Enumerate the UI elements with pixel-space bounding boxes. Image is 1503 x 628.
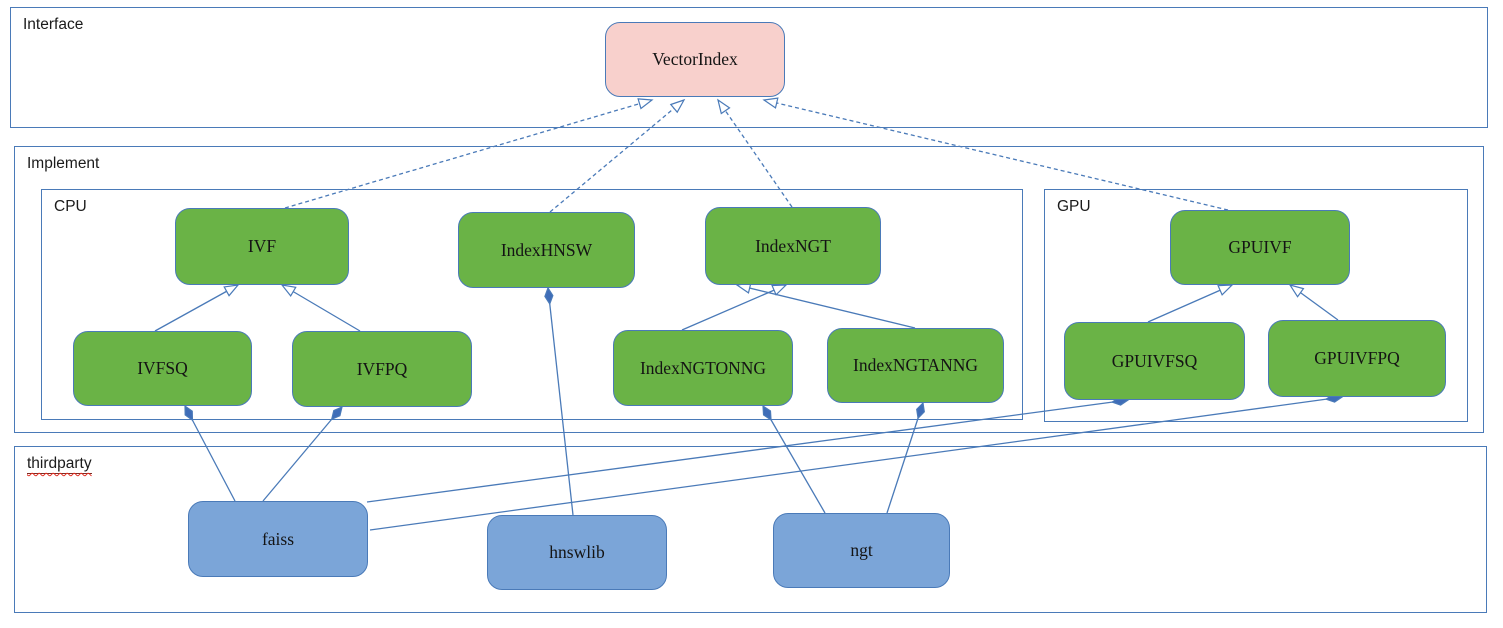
node-ivf: IVF [175,208,349,285]
node-indexngtanng: IndexNGTANNG [827,328,1004,403]
group-label-cpu: CPU [54,198,87,215]
node-gpuivfsq: GPUIVFSQ [1064,322,1245,400]
node-label-indexngtonng: IndexNGTONNG [639,357,767,378]
node-label-ivf: IVF [247,236,277,256]
node-indexhnsw: IndexHNSW [458,212,635,288]
group-label-thirdparty: thirdparty [27,455,92,474]
node-label-indexhnsw: IndexHNSW [500,239,593,260]
node-indexngtonng: IndexNGTONNG [613,330,793,406]
group-label-gpu: GPU [1057,198,1091,215]
node-label-indexngt: IndexNGT [755,235,831,256]
group-label-interface: Interface [23,16,84,33]
node-label-hnswlib: hnswlib [549,542,605,562]
node-label-faiss: faiss [261,528,295,549]
node-label-gpuivf: GPUIVF [1228,237,1292,257]
node-ngt: ngt [773,513,950,588]
group-label-implement: Implement [27,155,100,172]
node-gpuivf: GPUIVF [1170,210,1350,285]
node-gpuivfpq: GPUIVFPQ [1268,320,1446,397]
node-label-ivfpq: IVFPQ [356,358,408,379]
node-ivfpq: IVFPQ [292,331,472,407]
node-label-ivfsq: IVFSQ [137,358,188,378]
node-label-ngt: ngt [850,540,873,560]
node-indexngt: IndexNGT [705,207,881,285]
node-ivfsq: IVFSQ [73,331,252,406]
node-label-gpuivfpq: GPUIVFPQ [1314,348,1400,368]
node-label-indexngtanng: IndexNGTANNG [853,355,978,375]
node-hnswlib: hnswlib [487,515,667,590]
node-label-gpuivfsq: GPUIVFSQ [1111,350,1198,371]
node-vectorindex: VectorIndex [605,22,785,97]
node-label-vectorindex: VectorIndex [652,49,738,69]
node-faiss: faiss [188,501,368,577]
